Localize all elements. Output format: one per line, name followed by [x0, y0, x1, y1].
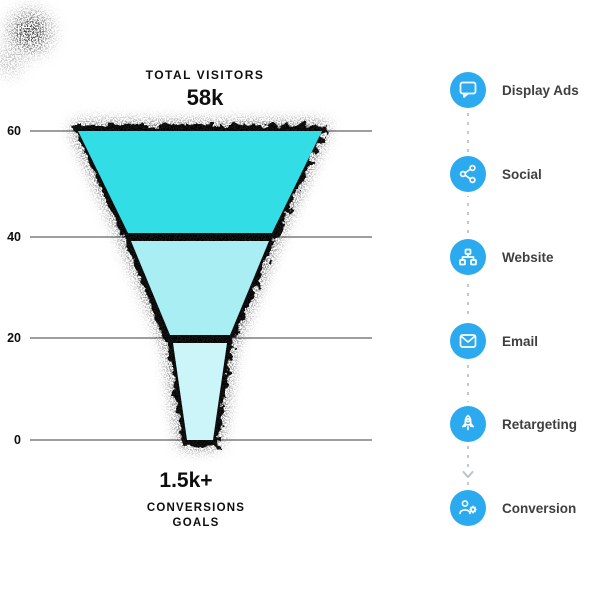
funnel-step-label: Display Ads	[502, 82, 579, 98]
website-icon	[446, 235, 490, 279]
conversions-value: 1.5k+	[159, 469, 213, 492]
y-axis-tick-0: 0	[14, 433, 21, 447]
total-visitors-value: 58k	[186, 85, 224, 110]
funnel-step-retargeting: Retargeting	[446, 402, 577, 446]
conversions-label-line1: CONVERSIONS	[146, 502, 246, 514]
funnel-segment-top	[78, 131, 322, 233]
funnel-segment-middle	[131, 241, 269, 335]
funnel-step-display-ads: Display Ads	[446, 68, 579, 112]
funnel-step-conversion: Conversion	[446, 486, 576, 530]
funnel-step-website: Website	[446, 235, 554, 279]
funnel-step-label: Conversion	[502, 500, 577, 516]
social-icon	[446, 152, 490, 196]
corner-speckle-blob	[2, 55, 16, 69]
funnel-segment-bottom	[173, 343, 227, 440]
funnel-step-social: Social	[446, 152, 542, 196]
funnel-step-label: Retargeting	[502, 416, 578, 432]
funnel-step-label: Email	[502, 333, 539, 349]
y-axis-tick-20: 20	[7, 331, 21, 345]
y-axis-tick-60: 60	[7, 124, 21, 138]
conversions-label: CONVERSIONS GOALS	[91, 501, 301, 531]
email-icon	[446, 319, 490, 363]
conversions-label-line2: GOALS	[172, 517, 220, 529]
conversion-icon	[446, 486, 490, 530]
corner-speckle-blob	[13, 15, 47, 49]
funnel-chart	[2, 15, 372, 446]
display-ads-icon	[446, 68, 490, 112]
connector-arrow-down-icon	[460, 468, 476, 482]
funnel-step-label: Website	[502, 249, 554, 265]
retargeting-icon	[446, 402, 490, 446]
y-axis-tick-40: 40	[7, 230, 21, 244]
funnel-step-label: Social	[502, 166, 542, 182]
step-connector-dotted-line	[467, 95, 469, 503]
chart-title: TOTAL VISITORS	[145, 68, 265, 82]
funnel-step-email: Email	[446, 319, 538, 363]
